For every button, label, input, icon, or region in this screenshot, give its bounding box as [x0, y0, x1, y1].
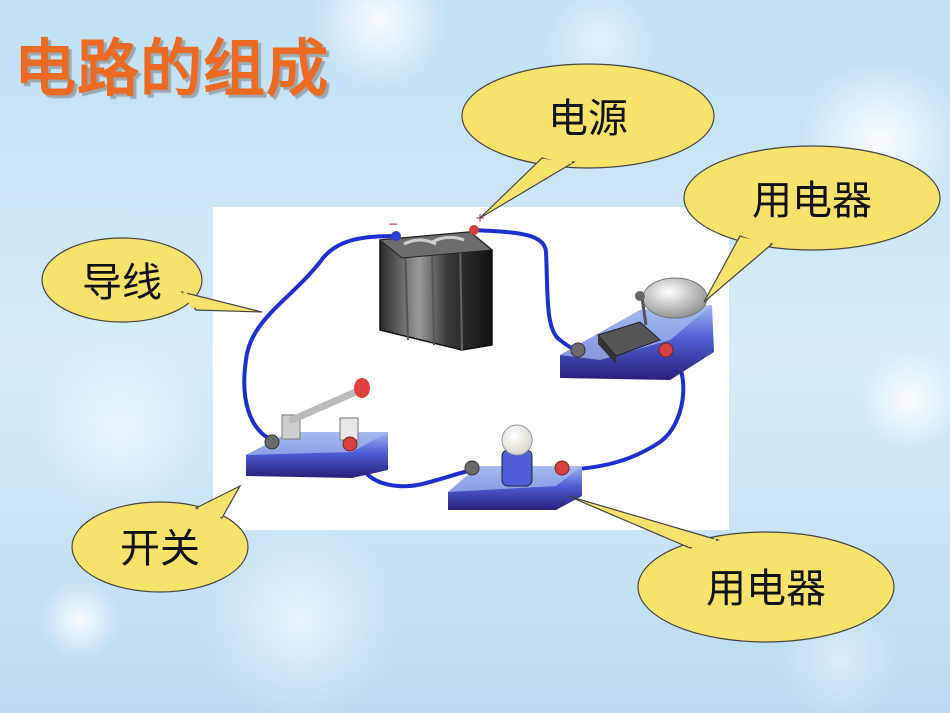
callout-wire: 导线	[41, 237, 263, 323]
callout-appliance-bottom-label: 用电器	[706, 566, 826, 612]
battery: − +	[378, 211, 494, 351]
background-glows	[30, 0, 950, 713]
callout-switch-label: 开关	[120, 526, 200, 572]
callout-switch: 开关	[71, 484, 249, 593]
callout-appliance-top-label: 用电器	[752, 178, 872, 224]
electric-bell	[560, 277, 714, 380]
callout-appliance-top: 用电器	[683, 145, 941, 303]
callout-power-source-label: 电源	[548, 96, 628, 142]
battery-minus-label: −	[388, 217, 398, 231]
callout-power-source: 电源	[461, 63, 715, 219]
knife-switch	[246, 378, 388, 478]
callout-wire-label: 导线	[82, 260, 162, 306]
slide-title: 电路的组成	[14, 32, 330, 105]
callout-appliance-bottom: 用电器	[567, 495, 895, 643]
light-bulb-holder	[448, 424, 582, 510]
